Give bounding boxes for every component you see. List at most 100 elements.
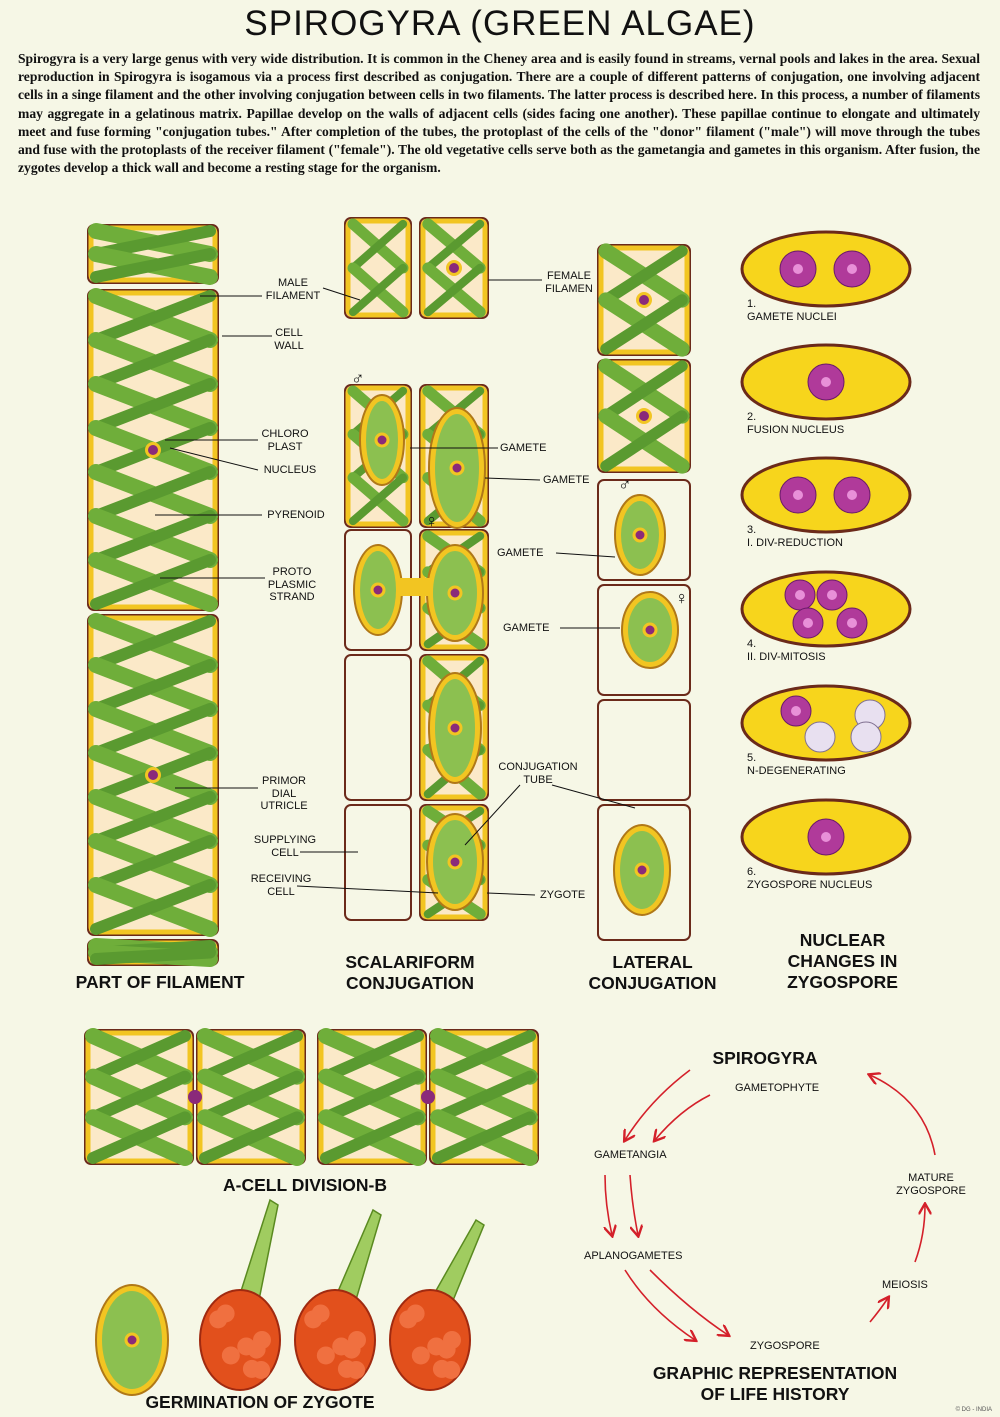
chloroplast-band [432,1030,536,1083]
gamete-nucleus [449,460,465,476]
zygote-texture [411,1346,430,1365]
life-cycle-arrows [605,1069,936,1340]
cytoplasm-lining [345,385,411,527]
cell-wall [344,804,412,921]
chloroplast-band [90,879,216,935]
label-gamete: GAMETE [497,547,544,559]
intro-paragraph: Spirogyra is a very large genus with ver… [18,51,980,176]
chloroplast-band [90,791,216,847]
degenerating-nucleus [804,721,836,753]
zygote-texture [347,1360,366,1379]
chloroplast-band [432,1111,536,1164]
chloroplast-band [90,510,216,566]
nucleolus [793,264,803,274]
cycle-arrow [914,1205,925,1263]
gamete-nucleus [447,720,463,736]
germination-illustration [95,1198,485,1396]
label-male-filament: MALE FILAMENT [265,277,321,302]
dividing-nucleus [188,1090,202,1104]
chloroplast-band [600,360,688,422]
nucleolus [795,590,805,600]
lateral-conjugation-illustration [597,243,691,941]
zygote-texture [437,1340,456,1359]
nucleolus [803,618,813,628]
label-female-filament: FEMALE FILAMEN [545,270,593,295]
heading-scalariform-conjugation: SCALARIFORM CONJUGATION [345,952,475,993]
zygote-texture [216,1304,235,1323]
gamete-nucleus [447,585,463,601]
zygospore-stage-label: 6. ZYGOSPORE NUCLEUS [747,866,873,891]
male-symbol: ♂ [351,368,365,388]
label-pyrenoid: PYRENOID [267,509,325,521]
gamete-nucleus [447,854,463,870]
chloroplast-band [199,1030,303,1083]
copyright: © DG - INDIA [955,1407,992,1413]
label-protoplasmic-strand: PROTO PLASMIC STRAND [267,566,317,603]
zygote-texture [311,1304,330,1323]
zygote-texture [316,1346,335,1365]
chloroplast-band [90,835,216,891]
label-conjugation-tube: CONJUGATION TUBE [498,761,578,786]
chloroplast-band [87,1111,191,1164]
female-symbol-lateral: ♀ [675,588,689,608]
chloroplast-band [423,263,485,317]
chloroplast-band [90,466,216,522]
zygote-texture [342,1340,361,1359]
cycle-arrow [869,1298,888,1323]
nucleolus [793,490,803,500]
nucleolus [791,706,801,716]
zygospore-oval [740,456,912,534]
chloroplast-band [90,334,216,390]
heading-germination: GERMINATION OF ZYGOTE [145,1392,375,1412]
chloroplast-band [90,703,216,759]
heading-life-history: GRAPHIC REPRESENTATION OF LIFE HISTORY [652,1363,898,1404]
chloroplast-band [199,1111,303,1164]
chloroplast-band [90,248,216,283]
part-of-filament-illustration [87,223,219,967]
chloroplast-band [90,615,216,671]
degenerating-nucleus [850,721,882,753]
zygote-texture [247,1340,266,1359]
nucleus [449,263,459,273]
heading-cell-division: A-CELL DIVISION-B [223,1175,387,1195]
nucleus [639,411,649,421]
zygote-texture [252,1360,271,1379]
label-zygote: ZYGOTE [540,889,586,901]
nucleolus [847,264,857,274]
zygospore-stage-label: 3. I. DIV-REDUCTION [747,524,843,549]
heading-lateral-conjugation: LATERAL CONJUGATION [588,952,717,993]
label-chloroplast: CHLORO PLAST [261,428,309,453]
chloroplast-band [423,219,485,273]
cytoplasm-lining [88,290,218,610]
gamete-nucleus [632,527,648,543]
gamete-nucleus [642,622,658,638]
cycle-arrow [655,1094,711,1140]
zygospore-stage-label: 1. GAMETE NUCLEI [747,298,837,323]
chloroplast-band [90,659,216,715]
zygote-texture [406,1304,425,1323]
cycle-arrow [649,1269,728,1335]
female-symbol: ♀ [425,511,439,531]
chloroplast-band [87,1070,191,1124]
heading-nuclear-changes: NUCLEAR CHANGES IN ZYGOSPORE [787,930,898,992]
zygospore-stage-label: 2. FUSION NUCLEUS [747,411,845,436]
nucleus [148,445,158,455]
zygote-texture [221,1346,240,1365]
chloroplast-band [320,1070,424,1124]
nucleolus [827,590,837,600]
chloroplast-band [90,946,216,965]
chloroplast-band [348,219,408,273]
cycle-arrow [629,1174,638,1235]
heading-part-of-filament: PART OF FILAMENT [75,972,245,992]
label-receiving-cell: RECEIVING CELL [250,873,312,898]
cytoplasm-lining [420,655,488,800]
cycle-aplanogametes: APLANOGAMETES [584,1250,683,1262]
label-gamete: GAMETE [503,622,550,634]
zygospore-stages-illustration [740,230,912,876]
label-supplying-cell: SUPPLYING CELL [253,834,317,859]
zygospore-stage-label: 5. N-DEGENERATING [747,752,846,777]
cycle-zygospore: ZYGOSPORE [750,1340,820,1352]
cycle-arrow [605,1174,612,1235]
zygote-texture [442,1360,461,1379]
zygospore-stage-label: 4. II. DIV-MITOSIS [747,638,826,663]
